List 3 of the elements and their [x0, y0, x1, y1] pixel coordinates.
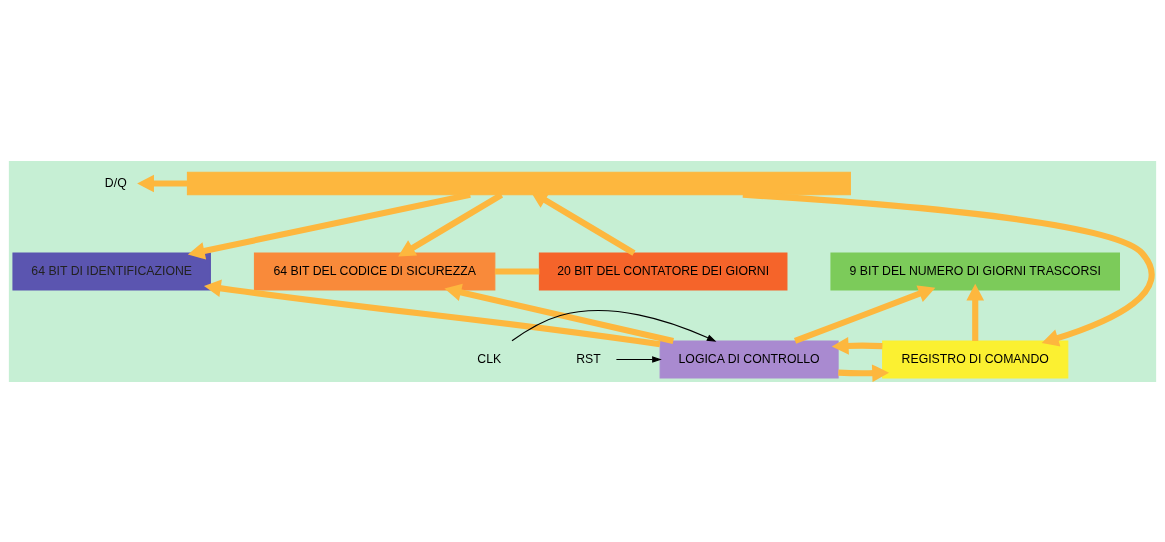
node-text: D/Q	[104, 175, 127, 190]
node-text: RST	[576, 351, 601, 366]
node-text: CLK	[477, 351, 502, 366]
